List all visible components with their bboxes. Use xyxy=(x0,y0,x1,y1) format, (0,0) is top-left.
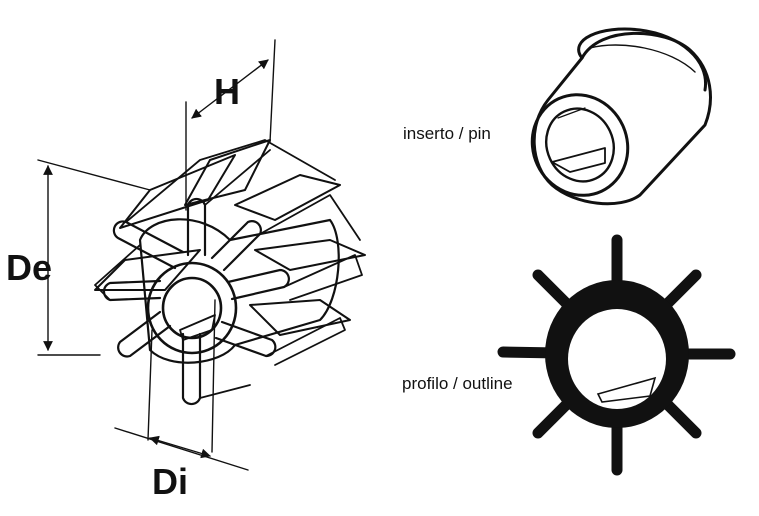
impeller-front-blades xyxy=(102,197,290,406)
insert-pin-drawing: inserto / pin xyxy=(403,27,712,206)
impeller-bore xyxy=(146,261,238,355)
label-inner-diameter: Di xyxy=(152,461,188,502)
impeller-hub xyxy=(138,218,340,364)
impeller-3d-drawing xyxy=(94,139,366,406)
impeller-back-blades xyxy=(94,139,366,336)
impeller-blade-edges xyxy=(94,139,363,399)
insert-caption: inserto / pin xyxy=(403,124,491,143)
label-height: H xyxy=(214,71,240,112)
dimension-height: H xyxy=(185,39,276,211)
label-outer-diameter: De xyxy=(6,247,52,288)
dimension-outer-diameter: De xyxy=(6,159,151,356)
profile-outline-drawing: profilo / outline xyxy=(402,234,736,476)
profile-bore-flat xyxy=(596,376,657,403)
dimension-inner-diameter: Di xyxy=(114,299,249,502)
profile-caption: profilo / outline xyxy=(402,374,513,393)
